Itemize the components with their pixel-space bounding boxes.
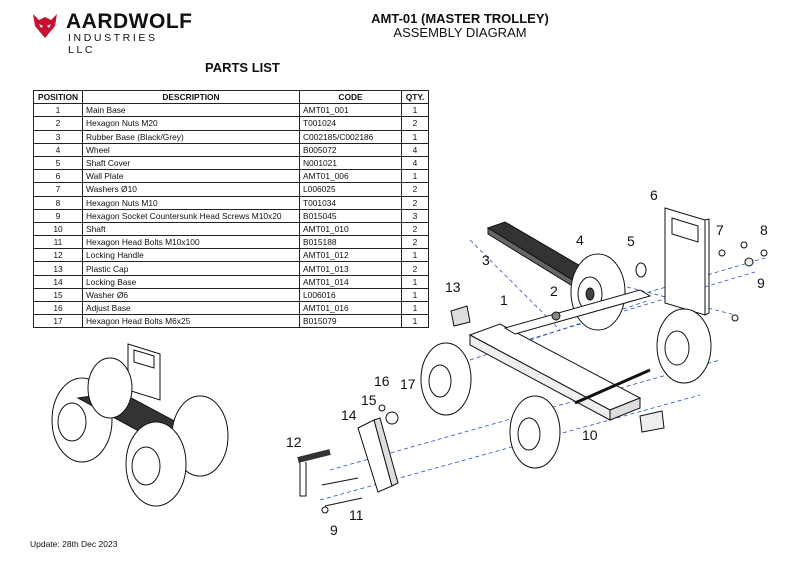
callout-8: 8 — [760, 222, 768, 238]
callout-7: 7 — [716, 222, 724, 238]
callout-13: 13 — [445, 279, 461, 295]
callout-17: 17 — [400, 376, 416, 392]
callout-4: 4 — [576, 232, 584, 248]
brand-name: AARDWOLF — [66, 10, 193, 33]
company-logo: AARDWOLF INDUSTRIES LLC — [30, 10, 193, 56]
column-header-description: DESCRIPTION — [82, 89, 300, 105]
table-header-row: POSITION DESCRIPTION CODE QTY. — [33, 89, 429, 105]
shaft-part — [574, 368, 651, 405]
washer-m6 — [378, 404, 386, 412]
title-line-2: ASSEMBLY DIAGRAM — [393, 25, 527, 40]
wolf-logo-icon — [33, 14, 57, 38]
callout-14: 14 — [341, 407, 357, 423]
fasteners-group — [718, 241, 768, 322]
wall-plate-part — [664, 207, 710, 316]
callout-12: 12 — [286, 434, 302, 450]
callout-6: 6 — [650, 187, 658, 203]
plastic-cap-left — [450, 305, 471, 327]
callout-11: 11 — [349, 507, 364, 523]
assembled-trolley-view — [51, 343, 229, 507]
callout-labels: 1 2 3 4 5 6 7 8 10 11 12 13 14 15 16 17 … — [286, 187, 768, 538]
cell-pos: 17 — [33, 314, 83, 329]
document-title: AMT-01 (MASTER TROLLEY) ASSEMBLY DIAGRAM — [330, 12, 590, 40]
callout-5: 5 — [627, 233, 635, 249]
wheel-front-left — [420, 342, 472, 416]
column-header-qty: QTY. — [401, 89, 429, 105]
wheel-front-right — [509, 395, 561, 469]
main-base-part — [468, 289, 652, 421]
adjust-base-part — [385, 411, 399, 425]
hex-nut-m20 — [551, 311, 561, 321]
cell-pos: 1 — [33, 103, 83, 118]
title-line-1: AMT-01 (MASTER TROLLEY) — [371, 11, 549, 26]
locking-handle-part — [297, 449, 331, 497]
callout-15: 15 — [361, 392, 377, 408]
column-header-position: POSITION — [33, 89, 83, 105]
cell-qty: 1 — [401, 103, 429, 118]
brand-subtitle: INDUSTRIES LLC — [68, 32, 158, 56]
update-date: Update: 28th Dec 2023 — [30, 539, 118, 549]
cell-code: B015079 — [299, 314, 402, 329]
callout-16: 16 — [374, 373, 390, 389]
parts-list-heading: PARTS LIST — [205, 60, 280, 75]
wheel-rear-right — [656, 308, 712, 384]
callout-9-lower: 9 — [330, 522, 338, 538]
bolts-group — [321, 477, 363, 514]
callout-9-upper: 9 — [757, 275, 765, 291]
cell-qty: 1 — [401, 314, 429, 329]
callout-3: 3 — [482, 252, 490, 268]
shaft-cover-part — [635, 262, 647, 278]
wheel-rear-left — [570, 253, 626, 331]
callout-2: 2 — [550, 283, 558, 299]
plastic-cap-right — [639, 410, 665, 433]
callout-10: 10 — [582, 427, 598, 443]
locking-base-part — [357, 417, 399, 493]
callout-1: 1 — [500, 292, 508, 308]
